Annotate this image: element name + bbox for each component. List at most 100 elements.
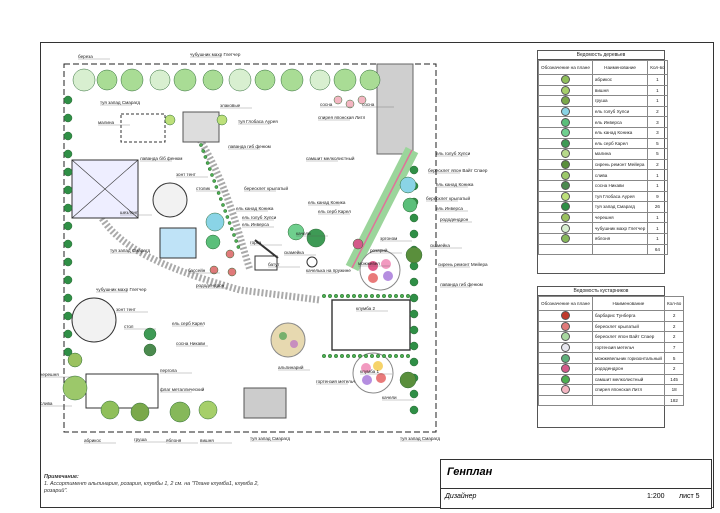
plant-symbol-icon: [560, 86, 570, 95]
thuja-marker: [63, 239, 73, 249]
label-skameyka2: скамейка: [430, 242, 450, 248]
boxwood-marker: [375, 353, 381, 359]
label-chubushnik2: чубушник махр Глетчер: [96, 287, 147, 292]
euonymus-marker: [227, 267, 237, 277]
conifer-marker: [205, 234, 221, 250]
thuja-marker: [409, 213, 419, 223]
tree-name: малина: [591, 148, 649, 160]
boxwood-marker: [327, 353, 333, 359]
garden-path: [96, 138, 321, 304]
scale-label: 1:200: [647, 493, 665, 500]
boxwood-marker: [357, 353, 363, 359]
shrub-row: 182: [538, 394, 685, 407]
tree-symbol: [538, 211, 593, 224]
label-spirea-top: спирея японская Литл: [318, 115, 366, 120]
thuja-marker: [409, 325, 419, 335]
label-klumba1: клумба 1: [360, 369, 379, 374]
tree-count: 26: [647, 201, 668, 213]
tree-marker: [173, 68, 197, 92]
label-bereza: береза: [78, 54, 93, 59]
boxwood-marker: [223, 209, 228, 213]
tree-marker: [202, 69, 224, 91]
label-basseyn: бассейн: [188, 267, 206, 273]
label-zont-tent2: зонт тент: [116, 307, 137, 312]
tree-name: груша: [591, 95, 649, 107]
tree-count: 1: [647, 211, 668, 224]
tree-count: 64: [647, 243, 668, 256]
tree-row: 64: [538, 243, 668, 256]
tree-marker: [359, 69, 381, 91]
boxwood-marker: [357, 293, 363, 299]
tree-name: [591, 243, 649, 256]
tree-symbol: [538, 190, 593, 203]
euonymus-marker: [209, 265, 219, 275]
thuja-marker: [63, 185, 73, 195]
shrub-col-name: Наименование: [591, 296, 665, 311]
plant-symbol-icon: [560, 322, 570, 331]
boxwood-marker: [405, 293, 411, 299]
note: Примечание: 1. Ассортимент альпинария, р…: [44, 474, 264, 494]
label-stol: стол: [124, 324, 134, 329]
boxwood-marker: [207, 167, 212, 171]
shrub-symbol: [538, 394, 593, 407]
conifer-marker: [143, 327, 157, 341]
fruit-tree-marker: [67, 352, 83, 368]
plant-symbol-icon: [560, 311, 570, 321]
shrub-col-symbol: Обозначение на плане: [538, 296, 593, 311]
tree-count: 3: [647, 116, 668, 128]
boxwood-marker: [345, 293, 351, 299]
fruit-tree-marker: [198, 400, 218, 420]
label-sosna-top2: сосна: [362, 102, 375, 107]
boxwood-marker: [393, 353, 399, 359]
shrub-count: 2: [663, 362, 685, 375]
plot-boundary: [63, 63, 437, 433]
tree-count: 1: [647, 232, 668, 245]
tree-count: 5: [647, 137, 668, 150]
boxwood-marker: [236, 245, 241, 249]
shrub-count: 7: [663, 341, 685, 354]
pergola-area: [85, 373, 159, 409]
spirea-marker: [357, 95, 367, 105]
boxwood-marker: [214, 185, 219, 189]
tree-col-symbol: Обозначение на плане: [538, 60, 593, 75]
label-rododendron-right: рододендрон: [440, 217, 469, 222]
boxwood-marker: [339, 293, 345, 299]
raspberry-bed: [120, 113, 166, 143]
boxwood-marker: [387, 293, 393, 299]
shrub-count: 145: [663, 373, 685, 386]
plant-symbol-icon: [560, 107, 570, 116]
tree-count: 1: [647, 95, 668, 107]
thuja-marker: [63, 203, 73, 213]
conifer-marker: [306, 228, 326, 248]
tree-symbol: [538, 169, 593, 181]
label-zapovik: злаковые: [220, 103, 241, 108]
shrub-count: 18: [663, 384, 685, 396]
trampoline: [254, 255, 278, 271]
tree-name: сосна Никави: [591, 179, 649, 192]
shrub-schedule-table: Ведомость кустарников Обозначение на пла…: [537, 286, 685, 428]
boxwood-marker: [369, 353, 375, 359]
plant-symbol-icon: [560, 149, 570, 159]
shrub-symbol: [538, 341, 593, 354]
tree-symbol: [538, 158, 593, 171]
label-bereskl-krylatyi: бересклет крылатый: [244, 185, 288, 191]
label-gorka: горка: [250, 240, 262, 245]
tree-name: туя запад Смарагд: [591, 201, 649, 213]
fruit-tree-marker: [62, 375, 88, 401]
boxwood-marker: [387, 353, 393, 359]
label-el-golub-khupsi2: ель голуб Хупси: [436, 151, 471, 156]
shrub-name: гортензия метельч: [591, 341, 665, 354]
label-rozariy: розарий: [370, 247, 388, 253]
thuja-marker: [409, 389, 419, 399]
thuja-marker: [409, 341, 419, 351]
boxwood-marker: [212, 179, 217, 183]
tree-count: 1: [647, 84, 668, 97]
boxwood-marker: [339, 353, 345, 359]
label-alpinariy: альпинарий: [278, 364, 304, 370]
boxwood-marker: [351, 353, 357, 359]
